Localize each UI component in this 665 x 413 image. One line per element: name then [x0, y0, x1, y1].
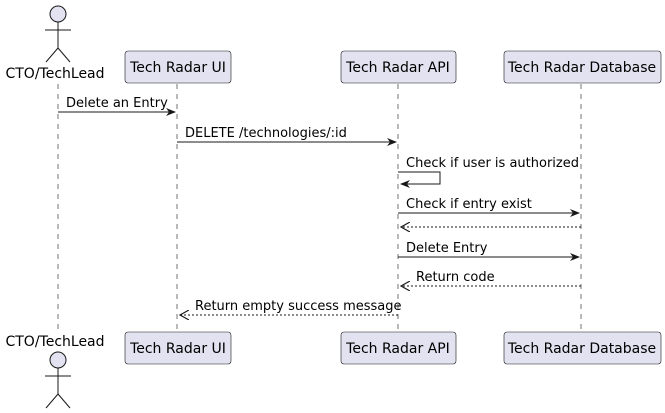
participant-label: Tech Radar Database: [507, 341, 656, 357]
message-delete-entry: Delete an Entry: [58, 96, 176, 116]
message-check-authorized: Check if user is authorized: [398, 156, 579, 188]
participant-label: Tech Radar UI: [129, 341, 226, 357]
message-check-exist: Check if entry exist: [398, 197, 580, 217]
message-label: Return code: [416, 270, 495, 285]
message-label: Delete Entry: [406, 241, 488, 256]
participant-api-top: Tech Radar API: [340, 50, 457, 84]
actor-label-bottom: CTO/TechLead: [5, 334, 104, 350]
participant-label: Tech Radar Database: [507, 60, 656, 76]
participant-label: Tech Radar API: [345, 60, 450, 76]
participant-api-bottom: Tech Radar API: [340, 331, 457, 365]
actor-label-top: CTO/TechLead: [5, 66, 104, 82]
participant-ui-bottom: Tech Radar UI: [124, 331, 232, 365]
participant-db-top: Tech Radar Database: [503, 50, 662, 84]
message-label: Check if entry exist: [406, 197, 532, 212]
participant-label: Tech Radar API: [345, 341, 450, 357]
participant-label: Tech Radar UI: [129, 60, 226, 76]
message-success-reply: Return empty success message: [180, 299, 402, 315]
participant-ui-top: Tech Radar UI: [124, 50, 232, 84]
stick-figure-icon: [45, 5, 71, 63]
message-return-code: Return code: [401, 270, 581, 286]
message-label: DELETE /technologies/:id: [185, 126, 347, 141]
stick-figure-icon: [45, 351, 71, 409]
message-label: Check if user is authorized: [406, 156, 579, 171]
message-delete-request: DELETE /technologies/:id: [177, 126, 397, 146]
message-label: Return empty success message: [195, 299, 402, 314]
participant-db-bottom: Tech Radar Database: [503, 331, 662, 365]
message-delete-entry-db: Delete Entry: [398, 241, 580, 261]
message-label: Delete an Entry: [66, 96, 168, 111]
